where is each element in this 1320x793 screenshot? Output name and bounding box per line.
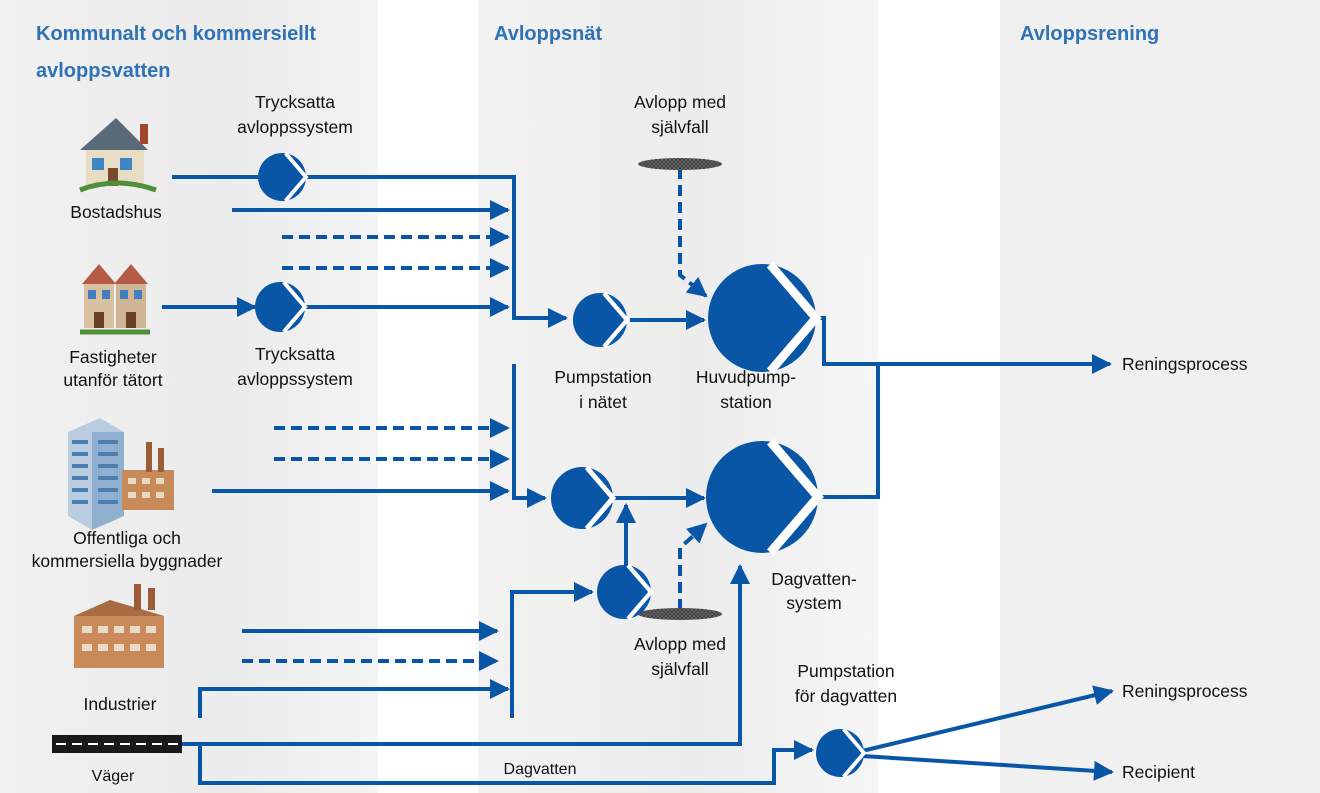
label-treatment-1: Reningsprocess (1122, 354, 1248, 374)
flow-gravity-top (678, 168, 708, 298)
label-public-line2: kommersiella byggnader (32, 551, 223, 571)
label-network-pump-1: Pumpstation (554, 367, 651, 387)
header-municipal-line2: avloppsvatten (36, 60, 170, 82)
pump-icon (253, 280, 307, 334)
house-icon (79, 118, 157, 193)
flow-storm-pump-recipient (861, 754, 1114, 781)
flow-road-stormwater-system (182, 564, 750, 746)
office-building-icon (68, 418, 174, 530)
label-network-pump-2: i nätet (579, 392, 627, 412)
label-stormwater-pump-1: Pumpstation (797, 661, 894, 681)
pump-icon (706, 441, 818, 553)
pump-icon (814, 727, 866, 779)
label-gravity-top-1: Avlopp med (634, 92, 726, 112)
flow-storm-treatment (820, 364, 880, 499)
flow-road-lower (198, 679, 510, 718)
flow-road-stormwater-pump (198, 740, 814, 785)
label-gravity-top-2: självfall (651, 117, 708, 137)
label-gravity-bottom-2: självfall (651, 659, 708, 679)
label-rural-line2: utanför tätort (63, 370, 162, 390)
network-band (478, 0, 878, 793)
label-pressurized-bottom-1: Trycksatta (255, 344, 335, 364)
label-pressurized-bottom-2: avloppssystem (237, 369, 353, 389)
label-treatment-2: Reningsprocess (1122, 681, 1248, 701)
flow-gravity-bottom (678, 522, 708, 610)
label-pressurized-top-1: Trycksatta (255, 92, 335, 112)
townhouse-icon (80, 264, 150, 335)
label-stormwater-pump-2: för dagvatten (795, 686, 897, 706)
label-roads: Väger (92, 768, 135, 785)
treatment-band (1000, 0, 1320, 793)
label-industry: Industrier (84, 694, 157, 714)
flow-main-treatment (820, 316, 1112, 374)
pump-icon (256, 151, 308, 203)
label-recipient: Recipient (1122, 762, 1195, 782)
gravity-sewer-icon (638, 608, 722, 620)
label-stormwater-flow: Dagvatten (504, 761, 577, 778)
factory-icon (74, 584, 164, 668)
pump-icon (573, 293, 627, 347)
flow-collector-middle (512, 364, 547, 508)
pump-icon (708, 264, 816, 372)
label-residential: Bostadshus (70, 202, 162, 222)
header-network: Avloppsnät (494, 23, 602, 45)
label-gravity-bottom-1: Avlopp med (634, 634, 726, 654)
label-main-pump-2: station (720, 392, 772, 412)
pump-icon (597, 565, 651, 619)
flow-storm-pump-treatment (861, 685, 1114, 753)
header-municipal-line1: Kommunalt och kommersiellt (36, 23, 316, 45)
label-pressurized-top-2: avloppssystem (237, 117, 353, 137)
label-main-pump-1: Huvudpump- (696, 367, 796, 387)
header-treatment: Avloppsrening (1020, 23, 1159, 45)
gravity-sewer-icon (638, 158, 722, 170)
label-stormwater-system-1: Dagvatten- (771, 569, 857, 589)
pump-icon (551, 467, 613, 529)
label-rural-line1: Fastigheter (69, 347, 157, 367)
label-public-line1: Offentliga och (73, 528, 181, 548)
flow-lower-collector (510, 582, 594, 718)
road-icon (52, 735, 182, 753)
label-stormwater-system-2: system (786, 593, 841, 613)
flow-pump-a-collector (306, 175, 568, 328)
